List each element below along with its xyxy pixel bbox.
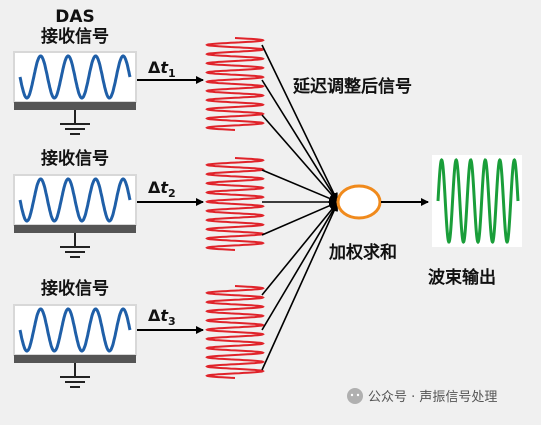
fan-in-arrows [261,44,338,371]
fan-in-arrow-8 [261,202,338,331]
received-signal-1 [18,54,132,100]
delayed-signal-2 [205,157,265,251]
watermark: 公众号 · 声振信号处理 [347,388,497,405]
ground-3-icon [60,363,90,388]
das-title: DAS [55,7,95,27]
weighted-sum-label: 加权求和 [328,242,397,263]
delayed-signal-1 [205,37,265,131]
fan-in-arrow-9 [261,202,338,371]
delayed-signal-3 [205,285,265,379]
delayed-signals-label: 延迟调整后信号 [292,76,412,97]
channel-1-label: 接收信号 [41,26,109,47]
watermark-text: 公众号 · 声振信号处理 [368,390,497,405]
fan-in-arrow-6 [261,201,338,236]
channel-1: 接收信号 Δt1 [13,26,265,135]
summing-node [336,184,382,220]
fan-in-arrow-7 [261,202,338,296]
received-signal-3 [18,307,132,353]
channel-2-label: 接收信号 [41,148,109,169]
received-signal-2 [18,177,132,223]
sensor-2-base [14,225,136,233]
delay-label-2: Δt2 [148,178,176,200]
channel-3-label: 接收信号 [41,278,109,299]
beam-output-label: 波束输出 [428,267,496,288]
sensor-3-base [14,355,136,363]
fan-in-arrow-1 [261,44,338,202]
channel-2: 接收信号 Δt2 [13,148,265,258]
wechat-icon [347,388,363,404]
fan-in-arrow-3 [261,114,338,202]
fan-in-arrow-4 [261,169,338,203]
channel-3: 接收信号 Δt3 [13,278,265,388]
ground-1-icon [60,110,90,135]
delay-label-3: Δt3 [148,306,176,328]
fan-in-arrow-2 [261,79,338,202]
beam-output-signal [436,158,520,245]
delay-label-1: Δt1 [148,58,176,80]
sensor-1-base [14,102,136,110]
ground-2-icon [60,233,90,258]
